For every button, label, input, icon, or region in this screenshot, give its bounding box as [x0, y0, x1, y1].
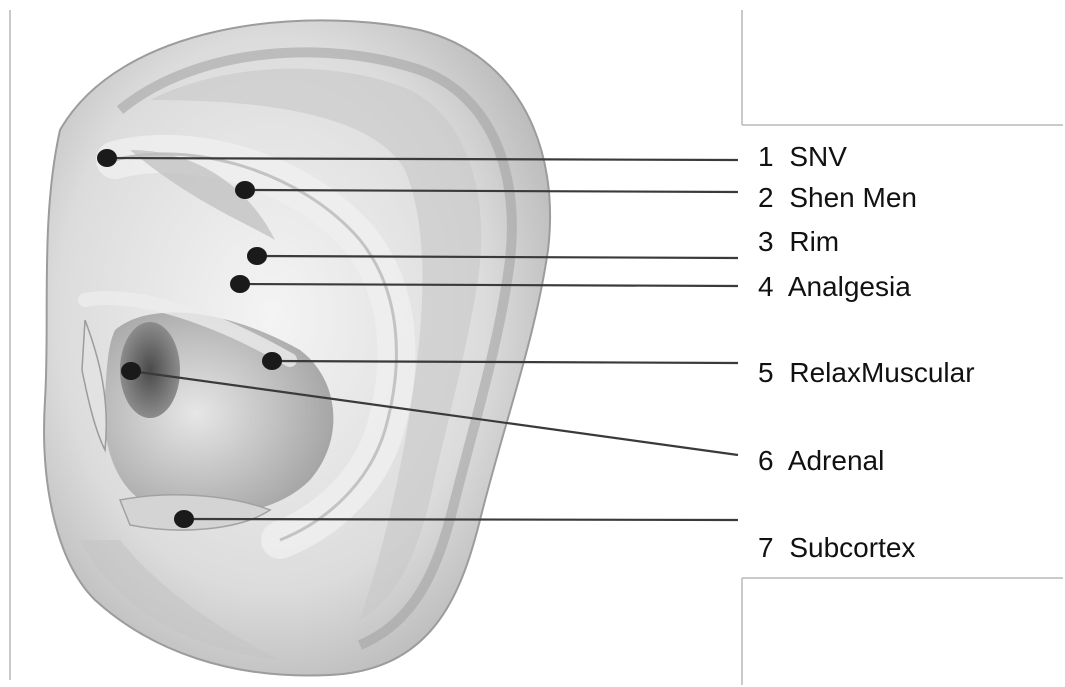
acupoint-dot-5 [262, 352, 282, 370]
point-name-5: RelaxMuscular [789, 357, 974, 388]
point-name-6: Adrenal [788, 445, 885, 476]
point-label-5: 5 RelaxMuscular [758, 357, 975, 388]
point-number-4: 4 [758, 271, 774, 302]
acupoint-dot-7 [174, 510, 194, 528]
point-label-1: 1 SNV [758, 141, 847, 172]
acupoint-dot-3 [247, 247, 267, 265]
point-name-3: Rim [789, 226, 839, 257]
point-name-1: SNV [789, 141, 847, 172]
point-number-3: 3 [758, 226, 774, 257]
acupoint-dot-6 [121, 362, 141, 380]
point-name-7: Subcortex [789, 532, 915, 563]
point-label-3: 3 Rim [758, 226, 839, 257]
point-number-5: 5 [758, 357, 774, 388]
acupoint-dot-4 [230, 275, 250, 293]
point-label-6: 6 Adrenal [758, 445, 884, 476]
point-label-2: 2 Shen Men [758, 182, 917, 213]
point-number-1: 1 [758, 141, 774, 172]
point-name-4: Analgesia [788, 271, 911, 302]
point-number-2: 2 [758, 182, 774, 213]
point-number-7: 7 [758, 532, 774, 563]
point-labels: 1 SNV 2 Shen Men 3 Rim 4 Analgesia 5 Rel… [758, 141, 975, 563]
point-number-6: 6 [758, 445, 774, 476]
leader-line-7 [184, 519, 738, 520]
acupoint-dot-1 [97, 149, 117, 167]
point-label-4: 4 Analgesia [758, 271, 911, 302]
acupoint-dot-2 [235, 181, 255, 199]
ear-illustration [44, 20, 550, 675]
point-name-2: Shen Men [789, 182, 917, 213]
point-label-7: 7 Subcortex [758, 532, 915, 563]
